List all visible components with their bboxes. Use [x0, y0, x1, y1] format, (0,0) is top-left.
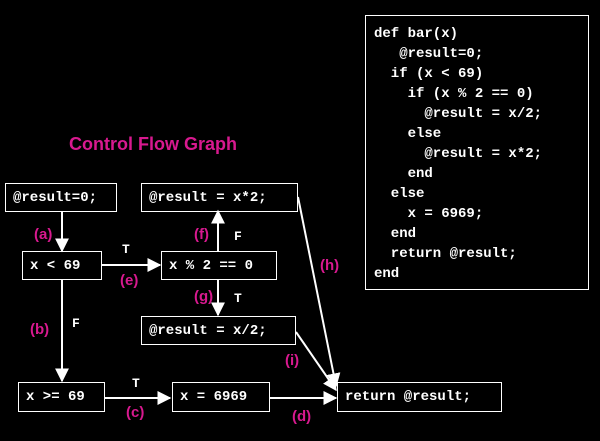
edge-label-b: (b)	[30, 321, 50, 338]
edge-label-i: (i)	[285, 352, 300, 369]
code-line: x = 6969;	[374, 206, 484, 222]
code-line: @result=0;	[374, 46, 484, 62]
node-assign-times2: @result = x*2;	[141, 183, 298, 212]
branch-label-mod-false: F	[234, 229, 242, 244]
branch-label-lt-false: F	[72, 316, 80, 331]
edge-label-h: (h)	[320, 257, 340, 274]
code-line: end	[374, 226, 417, 242]
node-cond-mod: x % 2 == 0	[161, 251, 277, 280]
code-line: else	[374, 186, 425, 202]
branch-label-ge-true: T	[132, 376, 140, 391]
edge-label-a: (a)	[34, 226, 53, 243]
edge-h	[297, 196, 341, 388]
node-init: @result=0;	[5, 183, 117, 212]
edge-label-f: (f)	[194, 226, 209, 243]
code-line: @result = x*2;	[374, 146, 543, 162]
source-code-box: def bar(x) @result=0; if (x < 69) if (x …	[365, 15, 589, 290]
edge-label-d: (d)	[292, 408, 312, 425]
code-line: if (x % 2 == 0)	[374, 86, 534, 102]
branch-label-mod-true: T	[234, 291, 242, 306]
edge-label-e: (e)	[120, 272, 139, 289]
code-line: end	[374, 166, 433, 182]
code-line: end	[374, 266, 400, 282]
edge-label-c: (c)	[126, 404, 145, 421]
code-line: if (x < 69)	[374, 66, 484, 82]
diagram-title: Control Flow Graph	[69, 134, 237, 154]
node-assign-div2: @result = x/2;	[141, 316, 296, 345]
node-cond-ge: x >= 69	[18, 382, 105, 412]
branch-label-lt-true: T	[122, 242, 130, 257]
code-line: @result = x/2;	[374, 106, 543, 122]
node-assign-6969: x = 6969	[172, 382, 270, 412]
node-return: return @result;	[337, 382, 502, 412]
code-line: return @result;	[374, 246, 517, 262]
edge-label-g: (g)	[194, 288, 214, 305]
code-line: def bar(x)	[374, 26, 459, 42]
edge-i	[295, 331, 337, 392]
code-line: else	[374, 126, 442, 142]
node-cond-lt: x < 69	[22, 251, 102, 280]
